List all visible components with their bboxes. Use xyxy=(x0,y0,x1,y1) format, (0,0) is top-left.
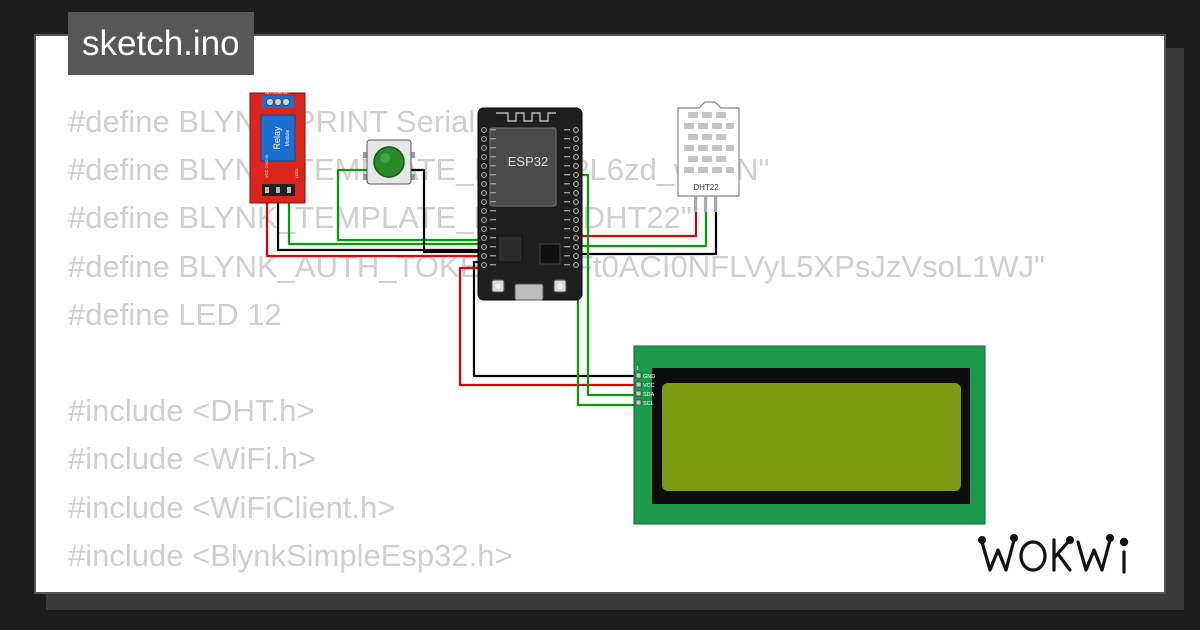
wire-relay-vcc xyxy=(265,190,480,258)
relay-pins-label: VCC GND IN xyxy=(264,154,269,178)
lcd-pin-sda: SDA xyxy=(643,392,655,398)
dht22-label: DHT22 xyxy=(693,183,719,192)
wire-lcd-gnd xyxy=(472,260,640,378)
relay-module[interactable]: NO COM NC Relay Module VCC GND IN LED1 xyxy=(249,90,306,204)
lcd-pin-gnd: GND xyxy=(643,374,655,380)
relay-led-label: LED1 xyxy=(294,167,299,178)
wire-lcd-sda xyxy=(580,173,640,397)
esp32-label: ESP32 xyxy=(508,154,548,169)
esp32-board[interactable]: ESP32 xyxy=(477,107,583,301)
wire-button-green xyxy=(336,168,480,242)
wire-dht-vcc xyxy=(580,196,698,238)
wire-lcd-vcc xyxy=(458,266,640,387)
wire-dht-data xyxy=(580,196,708,248)
wire-relay-in xyxy=(287,190,480,246)
lcd-pin-index: 1 xyxy=(636,366,639,372)
wokwi-logo xyxy=(978,533,1129,574)
dht22-sensor[interactable]: DHT22 xyxy=(677,101,740,212)
relay-label: Relay xyxy=(272,126,282,150)
wire-dht-gnd xyxy=(580,196,718,256)
relay-top-text: NO COM NC xyxy=(265,90,288,95)
code-line: #include <DHT.h> xyxy=(68,393,315,429)
lcd-pin-scl: SCL xyxy=(643,401,654,407)
code-line: #include "DHTesp.h" xyxy=(68,580,1045,592)
code-line: #include <WiFi.h> xyxy=(68,441,317,477)
wire-relay-gnd xyxy=(276,190,480,252)
code-line: #include <WiFiClient.h> xyxy=(68,489,396,525)
code-line: #define LED 12 xyxy=(68,296,282,332)
relay-sublabel: Module xyxy=(285,130,291,147)
sketch-file-tab[interactable]: sketch.ino xyxy=(68,12,254,75)
code-line: #define BLYNK_AUTH_TOKEN "8kFFt0ACI0NFLV… xyxy=(68,248,1046,284)
wire-button-black xyxy=(410,168,480,254)
push-button[interactable] xyxy=(363,139,415,185)
lcd-pin-vcc: VCC xyxy=(643,383,655,389)
lcd-display[interactable]: 1 GND VCC SDA SCL xyxy=(633,345,986,525)
code-line: #include <BlynkSimpleEsp32.h> xyxy=(68,537,513,573)
